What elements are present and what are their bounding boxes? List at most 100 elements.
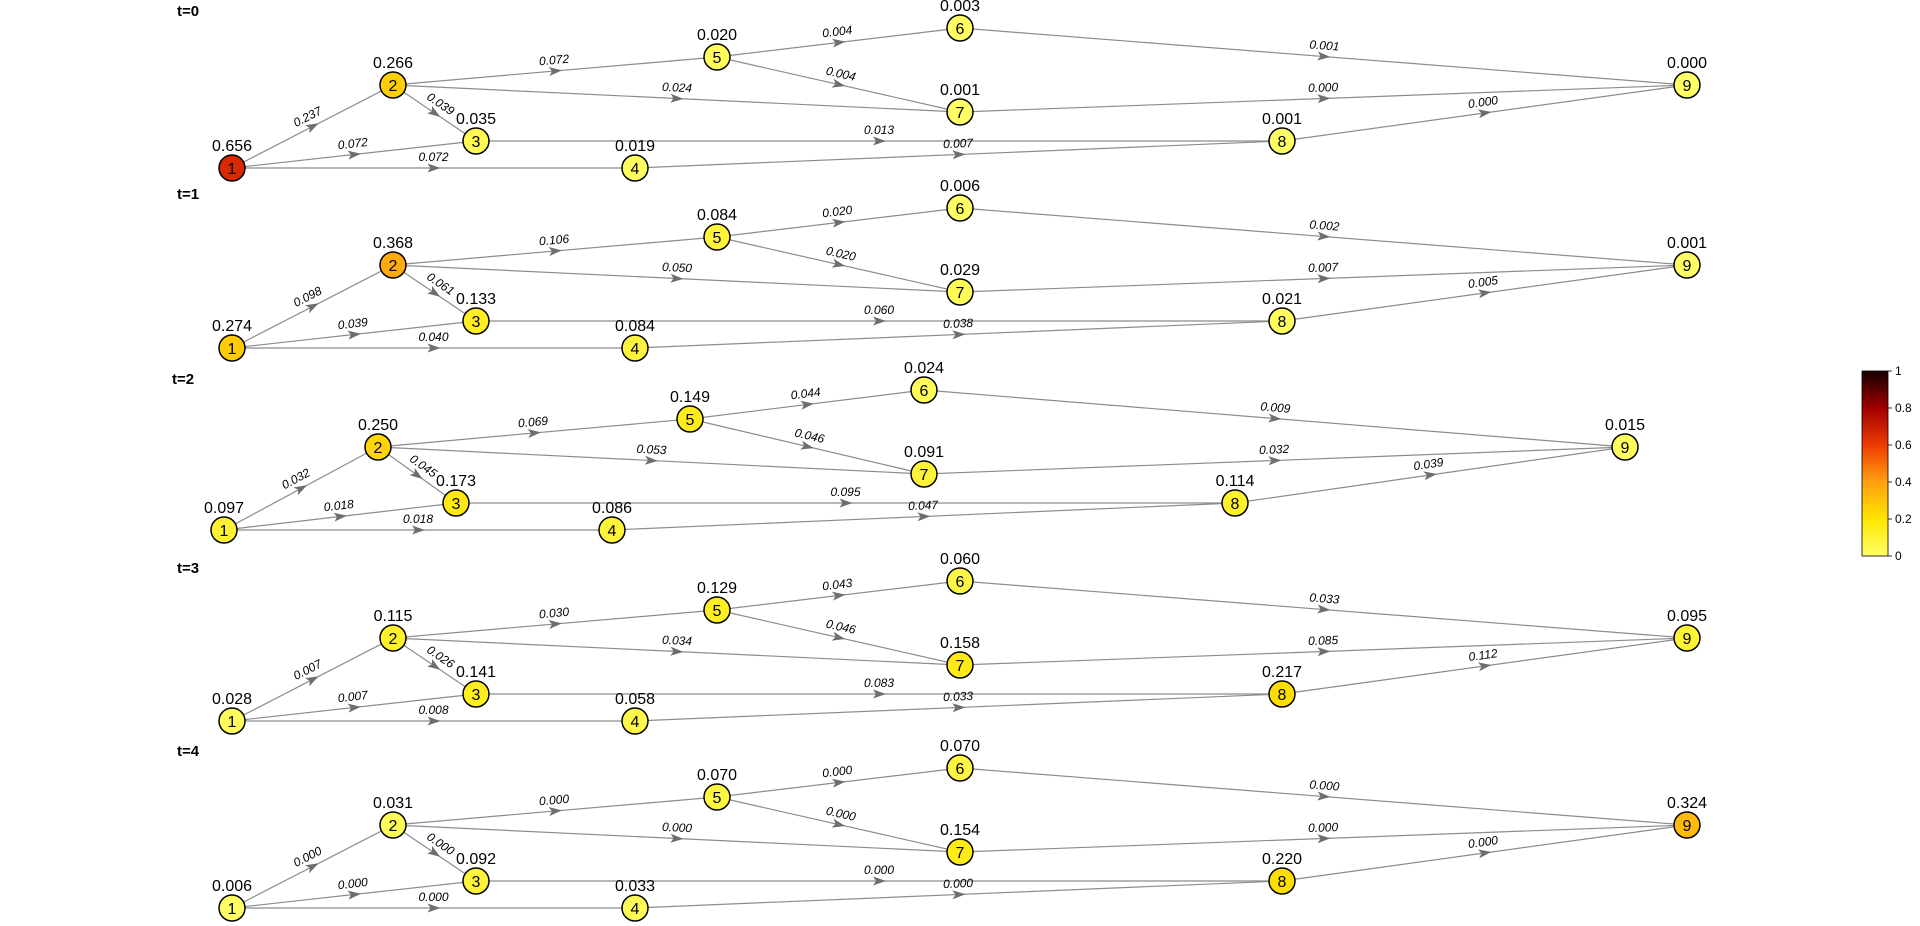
node-value: 0.217 [1262, 664, 1302, 681]
edge-value: 0.026 [424, 643, 457, 672]
edge-1-2: 0.007 [231, 637, 394, 722]
node-value: 0.015 [1605, 417, 1645, 434]
edge-5-7: 0.000 [716, 796, 961, 853]
edge-value: 0.039 [337, 315, 369, 332]
node-value: 0.158 [940, 635, 980, 652]
node-value: 0.149 [670, 389, 710, 406]
edge-value: 0.039 [1413, 455, 1445, 473]
node-circle [1673, 811, 1701, 839]
edge-5-6: 0.004 [716, 23, 961, 58]
node-circle [1221, 489, 1249, 517]
edge-6-9: 0.009 [923, 389, 1626, 448]
edge-8-9: 0.000 [1281, 84, 1688, 142]
node-id: 6 [956, 574, 965, 591]
edge-7-9: 0.000 [959, 820, 1688, 853]
node-7: 70.158 [940, 635, 980, 679]
edge-arrow-icon [1477, 849, 1492, 859]
edge-arrow-icon [333, 512, 347, 522]
node-circle [946, 567, 974, 595]
node-8: 80.220 [1262, 851, 1302, 895]
node-id: 5 [713, 50, 722, 67]
edge-value: 0.002 [1309, 217, 1340, 233]
edge-value: 0.018 [323, 497, 355, 514]
edge-arrow-icon [670, 93, 684, 103]
edge-arrow-icon [832, 778, 846, 788]
edge-arrow-icon [952, 890, 966, 900]
edge-arrow-icon [839, 498, 853, 508]
edge-arrow-icon [831, 258, 846, 268]
edge-arrow-icon [293, 485, 308, 496]
edge-value: 0.000 [337, 875, 369, 892]
node-value: 0.133 [456, 291, 496, 308]
edge-value: 0.072 [538, 52, 569, 69]
node-7: 70.091 [904, 444, 944, 488]
edge-arrow-icon [305, 123, 319, 134]
edge-value: 0.106 [538, 232, 569, 249]
edge-arrow-icon [347, 150, 361, 160]
edge-value: 0.033 [943, 689, 974, 704]
edge-4-8: 0.000 [634, 876, 1283, 909]
node-id: 3 [472, 687, 481, 704]
edge-arrow-icon [1317, 51, 1331, 61]
edge-4-8: 0.047 [611, 498, 1236, 531]
node-circle [462, 867, 490, 895]
edge-arrow-icon [305, 676, 319, 687]
node-id: 8 [1278, 687, 1287, 704]
edge-5-6: 0.020 [716, 203, 961, 238]
colorbar-tick-label: 0.6 [1895, 438, 1912, 452]
edge-3-8: 0.013 [476, 123, 1282, 146]
edge-5-6: 0.043 [716, 576, 961, 611]
node-value: 0.031 [373, 795, 413, 812]
edge-value: 0.020 [825, 244, 858, 264]
node-1: 10.274 [212, 318, 252, 362]
node-7: 70.154 [940, 822, 980, 866]
node-value: 0.003 [940, 0, 980, 15]
colorbar-tick-label: 0 [1895, 549, 1902, 563]
edge-5-7: 0.020 [716, 236, 961, 293]
node-6: 60.003 [940, 0, 980, 42]
edge-value: 0.000 [1308, 820, 1339, 835]
edge-value: 0.018 [403, 512, 433, 526]
edge-6-9: 0.000 [959, 767, 1688, 826]
node-2: 20.368 [373, 235, 413, 279]
edge-1-4: 0.072 [232, 150, 635, 173]
node-9: 90.095 [1667, 608, 1707, 652]
edge-1-2: 0.098 [231, 264, 394, 349]
node-circle [1611, 433, 1639, 461]
edge-arrow-icon [347, 890, 361, 900]
node-value: 0.154 [940, 822, 980, 839]
edge-2-5: 0.072 [392, 52, 718, 86]
node-8: 80.114 [1216, 473, 1255, 517]
node-value: 0.006 [212, 878, 252, 895]
node-id: 8 [1278, 134, 1287, 151]
edge-3-8: 0.095 [456, 485, 1235, 508]
node-circle [218, 707, 246, 735]
node-8: 80.001 [1262, 111, 1302, 155]
node-1: 10.006 [212, 878, 252, 922]
edge-value: 0.000 [1309, 777, 1340, 793]
node-value: 0.368 [373, 235, 413, 252]
node-3: 30.035 [456, 111, 496, 155]
edge-value: 0.007 [943, 136, 975, 151]
node-4: 40.033 [615, 878, 655, 922]
node-id: 6 [956, 761, 965, 778]
node-circle [1673, 624, 1701, 652]
edge-arrow-icon [832, 218, 846, 228]
edge-3-8: 0.060 [476, 303, 1282, 326]
edge-value: 0.033 [1309, 590, 1340, 606]
edge-7-9: 0.000 [959, 80, 1688, 113]
node-circle [1673, 71, 1701, 99]
node-value: 0.070 [697, 767, 737, 784]
edge-value: 0.040 [418, 330, 448, 344]
node-circle [621, 154, 649, 182]
edge-5-7: 0.046 [716, 609, 961, 666]
node-value: 0.028 [212, 691, 252, 708]
edge-value: 0.000 [825, 804, 858, 824]
edge-arrow-icon [873, 136, 886, 146]
node-8: 80.021 [1262, 291, 1302, 335]
edge-arrow-icon [1317, 834, 1331, 844]
edge-1-3: 0.000 [231, 875, 477, 909]
edge-arrow-icon [1317, 231, 1331, 241]
colorbar-tick-label: 1 [1895, 364, 1902, 378]
node-circle [621, 334, 649, 362]
